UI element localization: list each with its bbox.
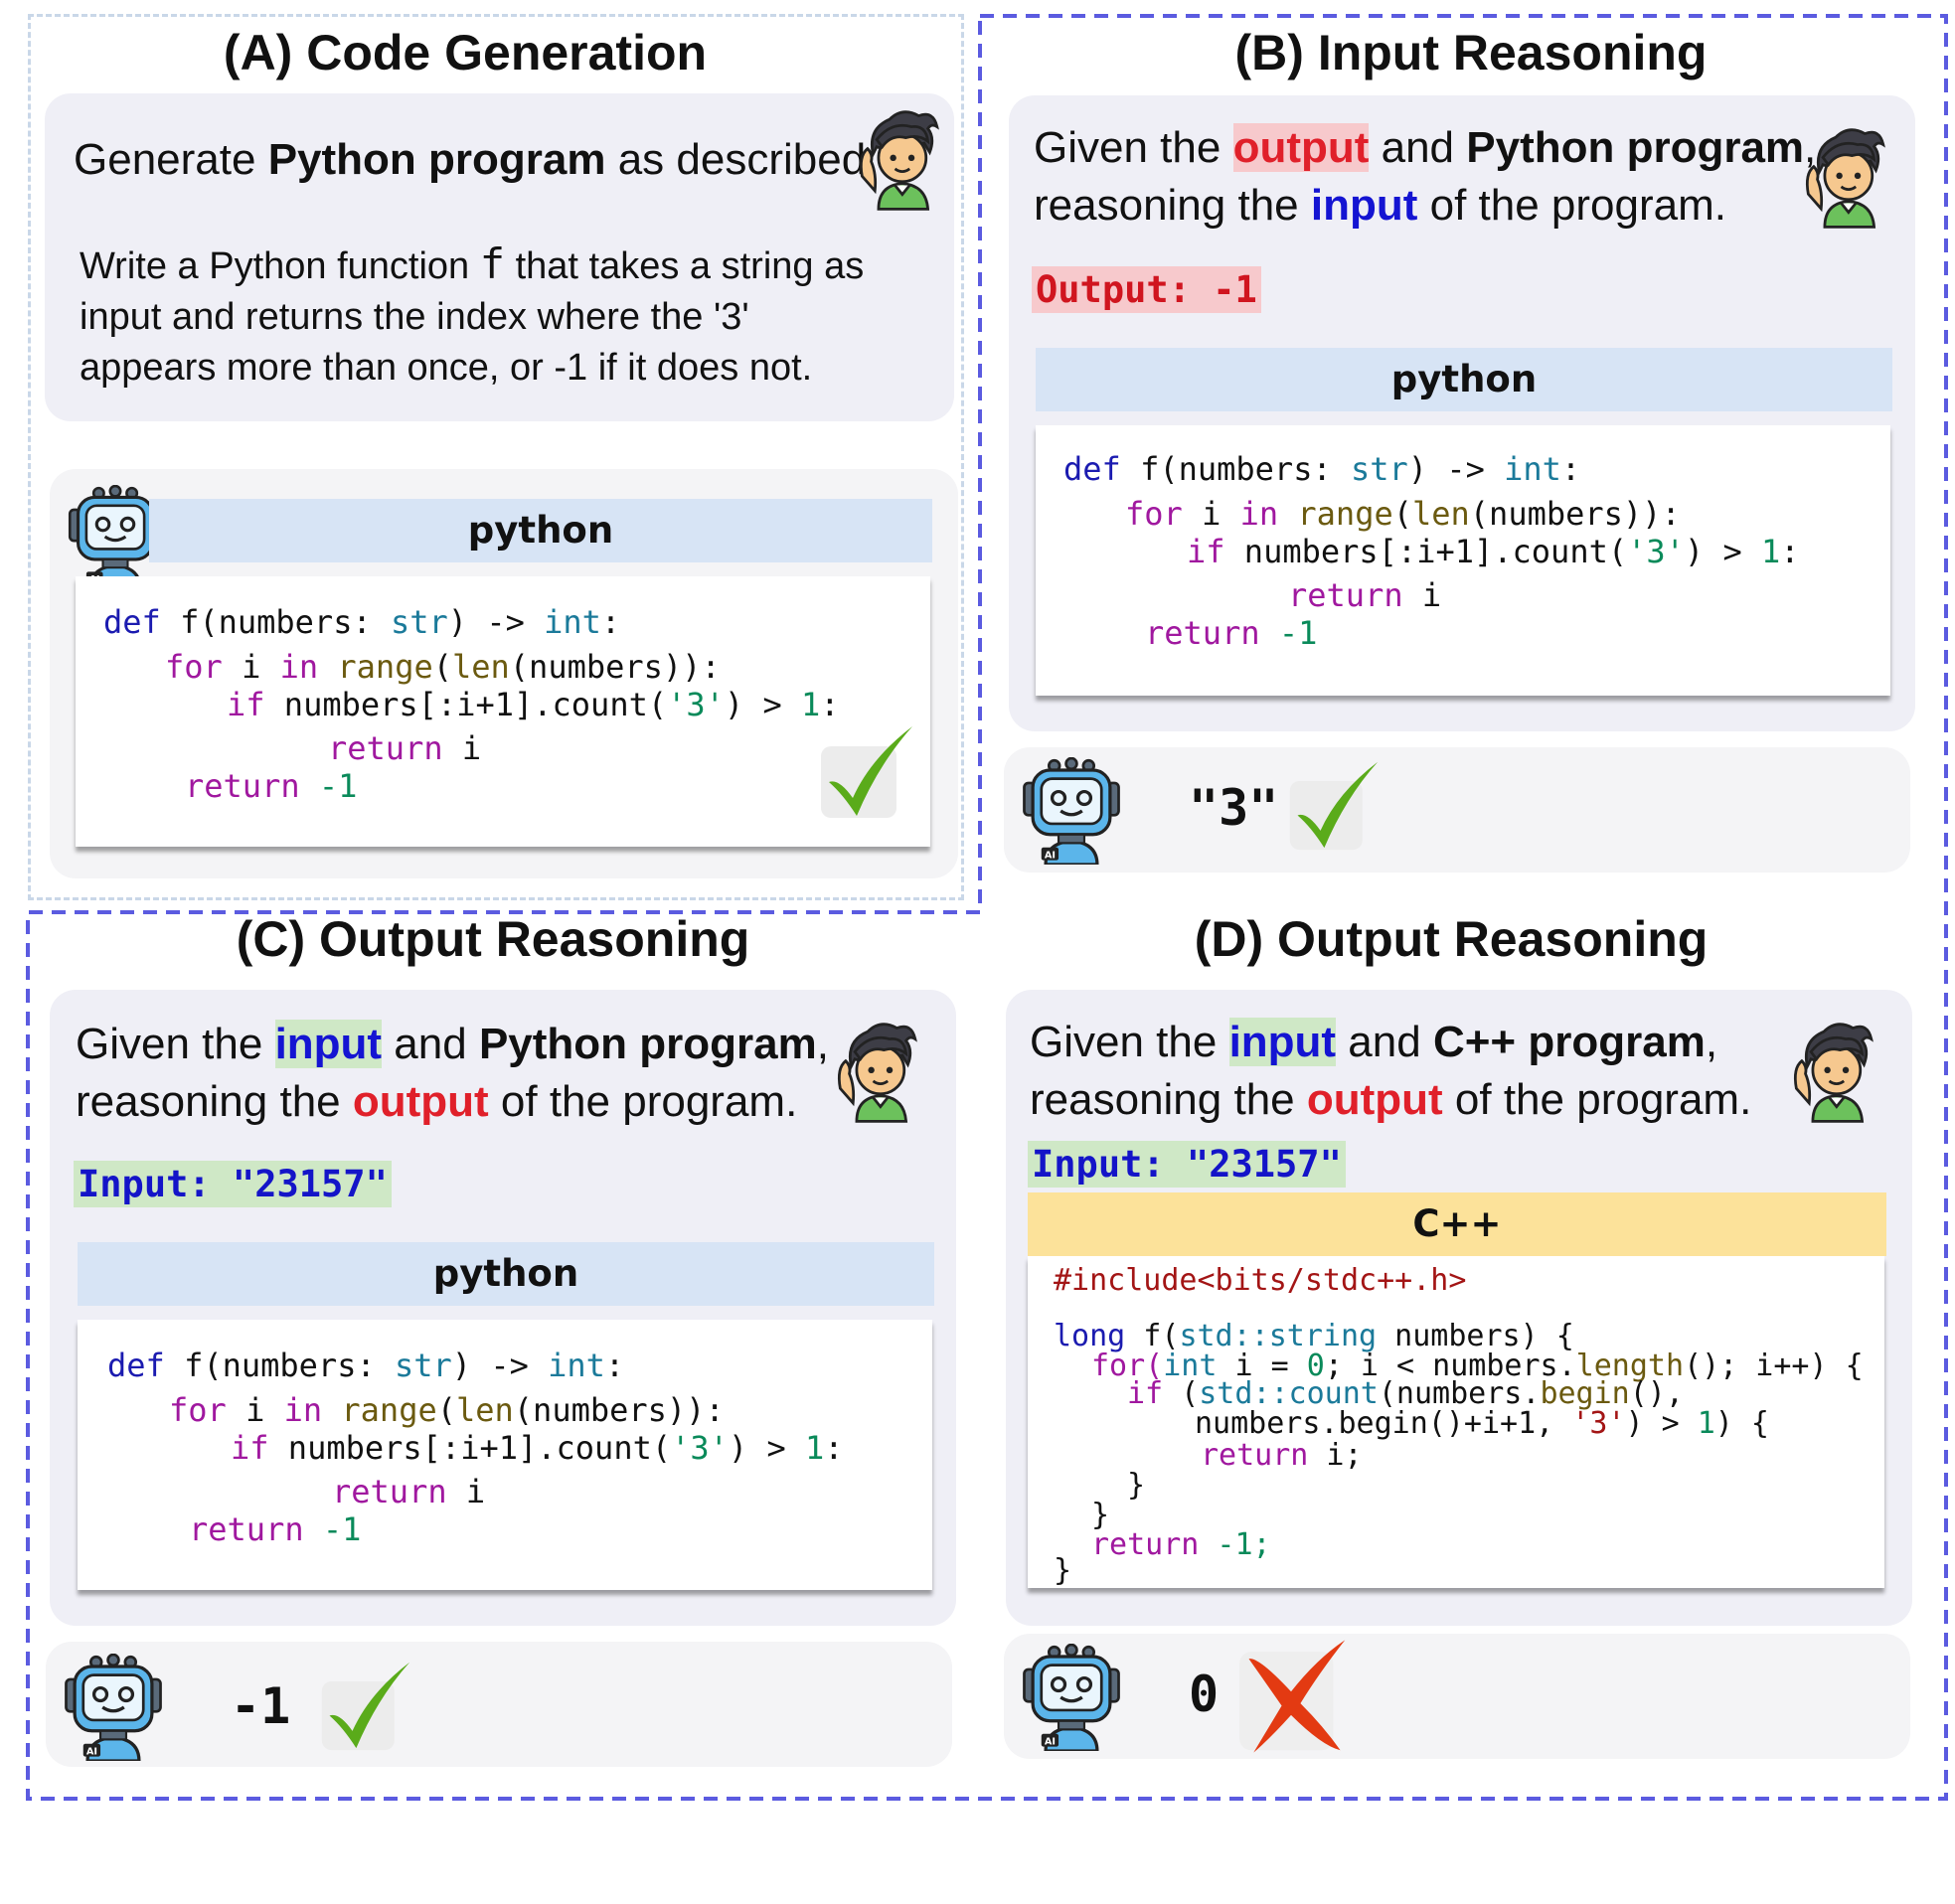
person-raising-hand-icon [1801,117,1892,231]
panel-d-prompt: Given the input and C++ program, reasoni… [1030,1018,1752,1124]
code-line: def f(numbers: str) -> int: [107,1347,625,1384]
code-line: def f(numbers: str) -> int: [1063,450,1581,488]
code-line: for i in range(len(numbers)): [169,1391,725,1429]
panel-a-code-block [76,576,930,847]
panel-a-prompt-card [45,93,954,421]
code-line: } [1091,1498,1110,1532]
green-check-icon [817,715,916,825]
panel-d-input-tag: Input: "23157" [1028,1141,1346,1188]
panel-b-title: (B) Input Reasoning [1234,25,1708,80]
code-line: if numbers[:i+1].count('3') > 1: [227,686,840,723]
panel-c-prompt: Given the input and Python program, reas… [76,1020,829,1126]
code-line: } [1054,1553,1072,1588]
red-cross-icon [1232,1634,1350,1759]
code-line: numbers.begin()+i+1, '3') > 1) { [1195,1406,1769,1441]
code-line: } [1127,1468,1146,1503]
ai-robot-icon [1018,757,1125,865]
person-raising-hand-icon [833,1012,924,1125]
panel-a-description: Write a Python function f that takes a s… [80,239,865,389]
code-line: if numbers[:i+1].count('3') > 1: [231,1429,844,1467]
code-line: return -1 [189,1510,362,1548]
panel-d-code-language: C++ [1028,1192,1886,1256]
code-line: long f(std::string numbers) { [1054,1319,1574,1353]
code-line: return i [328,729,482,767]
panel-c-code-language: python [78,1242,934,1306]
panel-d-code-block [1028,1256,1884,1588]
code-line: return i [332,1473,486,1510]
code-line: if (std::count(numbers.begin(), [1127,1376,1684,1411]
ai-robot-icon [60,1654,167,1761]
code-line: return i; [1201,1438,1363,1473]
code-line: return i [1288,576,1442,614]
green-check-icon [1286,751,1382,857]
panel-b-code-language: python [1036,348,1892,411]
panel-b-prompt: Given the output and Python program, rea… [1034,123,1817,230]
panel-c-response-card [46,1642,952,1767]
panel-b-answer: "3" [1189,779,1279,837]
code-line: return -1 [1145,614,1318,652]
code-line: for(int i = 0; i < numbers.length(); i++… [1091,1349,1864,1383]
panel-a-frame [28,14,964,900]
panel-b-output-tag: Output: -1 [1032,266,1261,313]
panel-c-input-tag: Input: "23157" [74,1161,392,1207]
panel-b-code-block [1036,425,1890,696]
person-raising-hand-icon [855,99,946,213]
panel-d-answer: 0 [1189,1666,1220,1723]
panel-b-response-card [1004,747,1910,873]
code-line: if numbers[:i+1].count('3') > 1: [1187,533,1800,570]
panel-a-code-language: python [149,499,932,562]
code-line: for i in range(len(numbers)): [1125,495,1681,533]
panel-c-code-block [78,1320,932,1590]
code-line: return -1 [185,767,358,805]
panel-a-title: (A) Code Generation [223,25,708,80]
panel-d-title: (D) Output Reasoning [1194,911,1709,967]
panel-c-title: (C) Output Reasoning [236,911,750,967]
code-line: def f(numbers: str) -> int: [103,603,621,641]
code-line: for i in range(len(numbers)): [165,648,721,686]
ai-robot-icon [1018,1644,1125,1751]
code-line: #include<bits/stdc++.h> [1054,1263,1467,1298]
panel-d-response-card [1004,1634,1910,1759]
person-raising-hand-icon [1789,1012,1880,1125]
code-line: return -1; [1091,1527,1271,1562]
green-check-icon [318,1652,413,1757]
panel-a-prompt: Generate Python program as described. [74,135,879,184]
panel-c-answer: -1 [231,1677,291,1735]
